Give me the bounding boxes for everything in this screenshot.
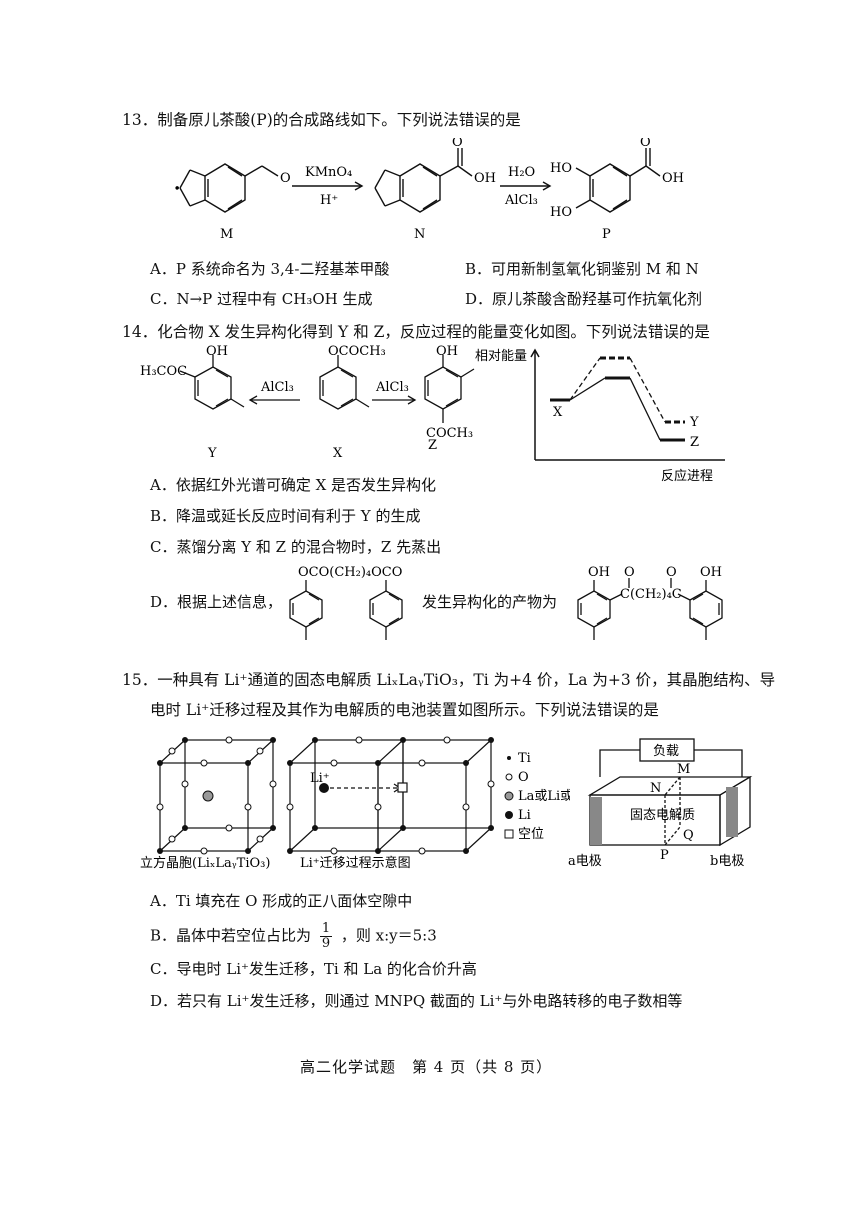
q15-option-c[interactable]: C．导电时 Li⁺发生迁移，Ti 和 La 的化合价升高: [150, 960, 477, 978]
product-oh-left: OH: [588, 565, 610, 580]
q14-option-a[interactable]: A．依据红外光谱可确定 X 是否发生异构化: [150, 476, 437, 494]
label-m: M: [677, 762, 690, 777]
reagent-right: AlCl₃: [375, 380, 409, 395]
y-acyl: H₃COC: [140, 364, 187, 379]
q15-stem-line2: 电时 Li⁺迁移过程及其作为电解质的电池装置如图所示。下列说法错误的是: [150, 701, 659, 719]
p-ho-top: HO: [550, 161, 572, 176]
label-x: X: [333, 446, 343, 461]
q15-option-b[interactable]: B．晶体中若空位占比为 1 9 ，则 x:y＝5:3: [150, 922, 437, 951]
legend-li: Li: [518, 808, 531, 823]
reagent1-top: KMnO₄: [305, 165, 352, 180]
q14-energy-diagram: 相对能量 反应进程 X Y Z: [475, 348, 725, 484]
label-n: N: [414, 227, 425, 242]
product-o-left: O: [624, 565, 635, 580]
electrode-b-plate: [726, 787, 738, 837]
product-oh-right: OH: [700, 565, 722, 580]
q13-option-a[interactable]: A．P 系统命名为 3,4-二羟基苯甲酸: [150, 260, 390, 278]
z-acyl: COCH₃: [426, 426, 473, 441]
p-oh: OH: [662, 171, 684, 186]
m-ring-o1: ∙: [174, 181, 180, 196]
vacancy-site: [397, 782, 408, 793]
z-oh: OH: [436, 345, 458, 359]
legend-vacancy: 空位: [518, 827, 544, 842]
q13-synthesis-scheme: O ∙ KMnO₄ H⁺ O OH H₂O AlCl₃ HO HO O OH M…: [174, 138, 684, 242]
q15-option-d[interactable]: D．若只有 Li⁺发生迁移，则通过 MNPQ 截面的 Li⁺与外电路转移的电子数…: [150, 992, 683, 1010]
label-z: Z: [428, 438, 437, 453]
q15-option-a[interactable]: A．Ti 填充在 O 形成的正八面体空隙中: [150, 892, 413, 910]
label-n: N: [650, 781, 661, 796]
reagent1-bottom: H⁺: [320, 193, 338, 208]
n-oh: OH: [474, 171, 496, 186]
energy-label-y: Y: [689, 415, 699, 430]
load-label: 负载: [653, 744, 679, 759]
reagent2-top: H₂O: [508, 165, 535, 180]
q15-option-b-suffix: ，则 x:y＝5:3: [340, 926, 437, 945]
q15-crystal-figure: Li⁺ 立方晶胞(LiₓLaᵧTiO₃) Li⁺迁移过程示意图 Ti O La或…: [140, 736, 570, 871]
q14-d-product: OH O C(CH₂)₄C O OH: [577, 565, 723, 640]
electrode-b-label: b电极: [710, 854, 744, 869]
q13-option-b[interactable]: B．可用新制氢氧化铜鉴别 M 和 N: [465, 260, 699, 278]
q14-option-c[interactable]: C．蒸馏分离 Y 和 Z 的混合物时，Z 先蒸出: [150, 538, 442, 556]
q15-option-b-fraction: 1 9: [319, 921, 333, 951]
q14-option-d-prefix[interactable]: D．根据上述信息，: [150, 593, 283, 611]
legend-la: La或Li或空位: [518, 789, 570, 804]
energy-label-x: X: [553, 405, 563, 420]
label-p: P: [660, 848, 669, 863]
m-aldehyde-o: O: [280, 171, 291, 186]
q13-stem: 13．制备原儿茶酸(P)的合成路线如下。下列说法错误的是: [122, 111, 521, 129]
label-q: Q: [683, 828, 694, 843]
p-ho-bottom: HO: [550, 205, 572, 220]
p-carbonyl-o: O: [640, 138, 651, 150]
li-ion: [319, 783, 329, 793]
legend-o: O: [518, 770, 529, 785]
electrolyte-label: 固态电解质: [630, 808, 695, 823]
q14-stem: 14．化合物 X 发生异构化得到 Y 和 Z，反应过程的能量变化如图。下列说法错…: [122, 323, 710, 341]
q15-stem-line1: 15．一种具有 Li⁺通道的固态电解质 LiₓLaᵧTiO₃，Ti 为+4 价，…: [122, 671, 776, 689]
q14-option-d-middle: 发生异构化的产物为: [422, 593, 558, 611]
li-ion-label: Li⁺: [310, 771, 330, 786]
cell2-caption: Li⁺迁移过程示意图: [300, 855, 411, 871]
electrode-a-label: a电极: [568, 854, 602, 869]
q15-option-b-prefix: B．晶体中若空位占比为: [150, 926, 312, 945]
fraction-denominator: 9: [321, 936, 331, 951]
x-ester: OCOCH₃: [328, 345, 386, 359]
q14-isomerization-scheme: OH H₃COC AlCl₃ OCOCH₃ AlCl₃ OH COCH₃ Y X…: [140, 345, 475, 461]
q14-d-reactant: OCO(CH₂)₄OCO: [289, 565, 403, 640]
q14-option-b[interactable]: B．降温或延长反应时间有利于 Y 的生成: [150, 507, 421, 525]
q13-option-c[interactable]: C．N→P 过程中有 CH₃OH 生成: [150, 290, 373, 308]
label-y: Y: [207, 446, 217, 461]
reagent2-bottom: AlCl₃: [504, 193, 538, 208]
cell1-caption: 立方晶胞(LiₓLaᵧTiO₃): [140, 855, 270, 871]
q15-battery-figure: 负载 M N 固态电解质 Q P a电极 b电极: [568, 738, 753, 869]
energy-ylabel: 相对能量: [475, 349, 527, 364]
product-bridge: C(CH₂)₄C: [620, 587, 682, 602]
electrode-a-plate: [590, 797, 602, 845]
la-site: [202, 790, 214, 802]
y-oh: OH: [206, 345, 228, 359]
energy-xlabel: 反应进程: [661, 468, 713, 484]
label-m: M: [220, 227, 233, 242]
legend-ti: Ti: [518, 751, 531, 766]
n-carbonyl-o: O: [452, 138, 463, 150]
fraction-numerator: 1: [319, 921, 333, 937]
energy-label-z: Z: [690, 435, 699, 450]
reactant-bridge: OCO(CH₂)₄OCO: [298, 565, 402, 580]
label-p: P: [602, 227, 611, 242]
page-footer: 高二化学试题 第 4 页（共 8 页）: [300, 1058, 553, 1076]
q13-option-d[interactable]: D．原儿茶酸含酚羟基可作抗氧化剂: [465, 290, 703, 308]
reagent-left: AlCl₃: [260, 380, 294, 395]
product-o-right: O: [666, 565, 677, 580]
